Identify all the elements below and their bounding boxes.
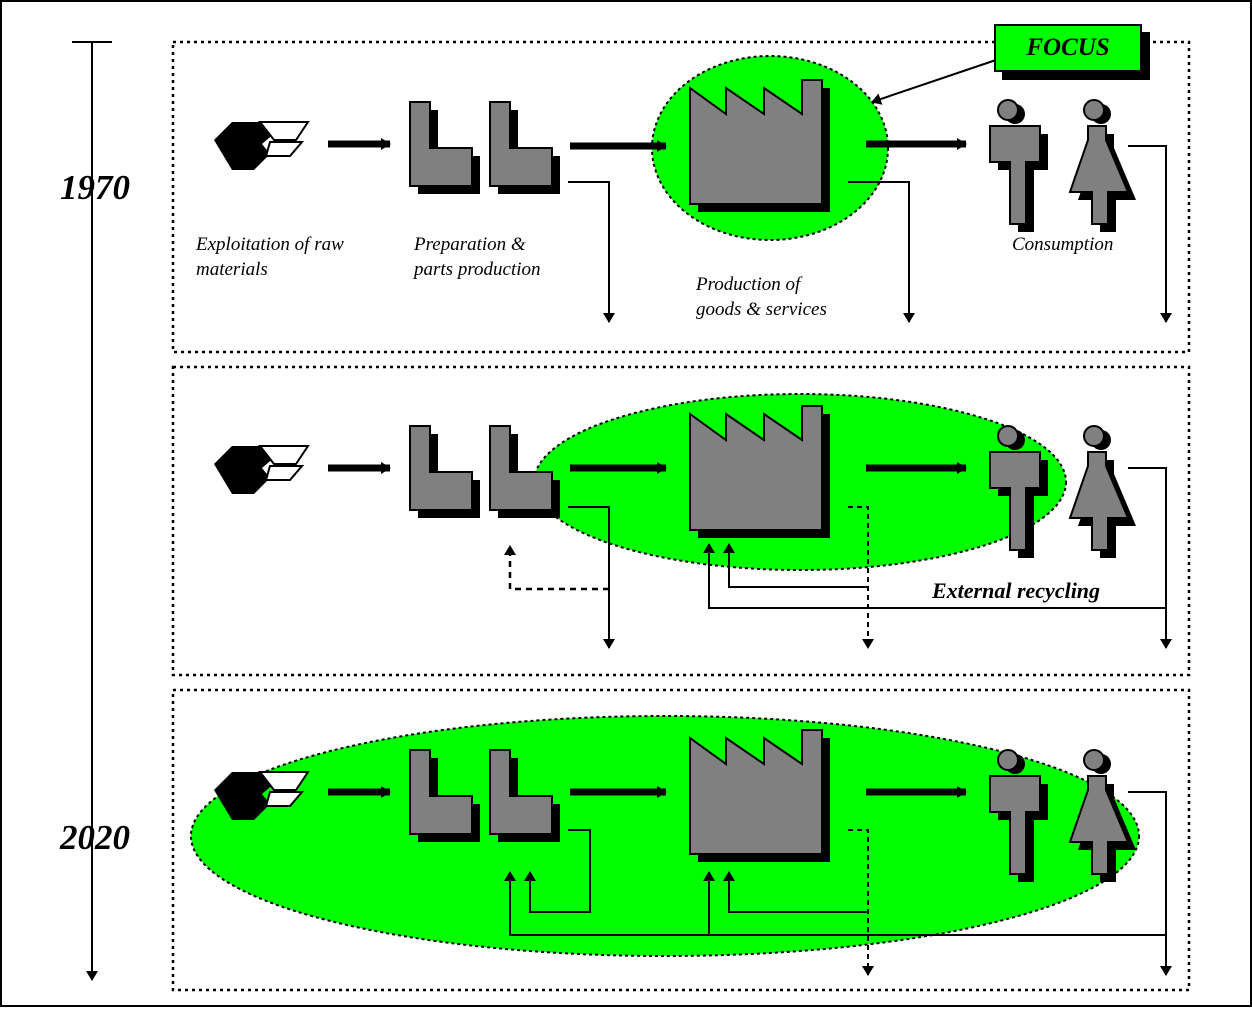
- recycling-arrow: [504, 871, 1166, 936]
- focus-ellipse-2020: [190, 715, 1140, 957]
- machine-icon: [409, 101, 481, 195]
- waste-arrow: [848, 181, 915, 323]
- recycling-arrow: [524, 829, 591, 913]
- stage-label-prep: Preparation & parts production: [414, 234, 541, 280]
- row-middle: [213, 405, 1172, 649]
- year-start-label: 1970: [60, 168, 130, 207]
- focus-label-box: FOCUS: [994, 24, 1142, 72]
- stage-label-goods: Production of goods & services: [696, 274, 827, 320]
- internal-recycling-arrow: [504, 545, 609, 591]
- woman-icon: [1069, 99, 1137, 233]
- external-recycling-arrow: [703, 543, 1166, 609]
- raw-material-icon: [213, 445, 309, 495]
- year-end-label: 2020: [60, 818, 130, 857]
- recycling-arrow: [723, 543, 868, 588]
- waste-arrow: [1128, 467, 1172, 649]
- recycling-arrow: [723, 871, 868, 913]
- waste-arrow: [568, 181, 615, 323]
- waste-arrow: [1128, 145, 1172, 323]
- row-1970: [213, 59, 1172, 323]
- waste-arrow: [568, 506, 615, 649]
- machine-icon: [409, 425, 481, 519]
- machine-icon: [489, 101, 561, 195]
- stage-label-raw: Exploitation of raw materials: [196, 234, 344, 280]
- panel-middle: [171, 365, 1191, 677]
- raw-material-icon: [213, 121, 309, 171]
- external-recycling-label: External recycling: [932, 578, 1101, 603]
- waste-arrow: [1128, 791, 1172, 976]
- row-2020: [213, 729, 1172, 976]
- panel-1970: [171, 40, 1191, 354]
- focus-pointer-arrow: [871, 59, 997, 105]
- woman-icon: [1069, 425, 1137, 559]
- man-icon: [989, 99, 1049, 233]
- focus-label: FOCUS: [1026, 34, 1110, 61]
- waste-arrow: [848, 506, 874, 649]
- stage-label-consumption: Consumption: [1012, 234, 1114, 255]
- waste-arrow: [848, 829, 874, 976]
- timeline-axis: [72, 41, 112, 981]
- machine-icon: [489, 425, 561, 519]
